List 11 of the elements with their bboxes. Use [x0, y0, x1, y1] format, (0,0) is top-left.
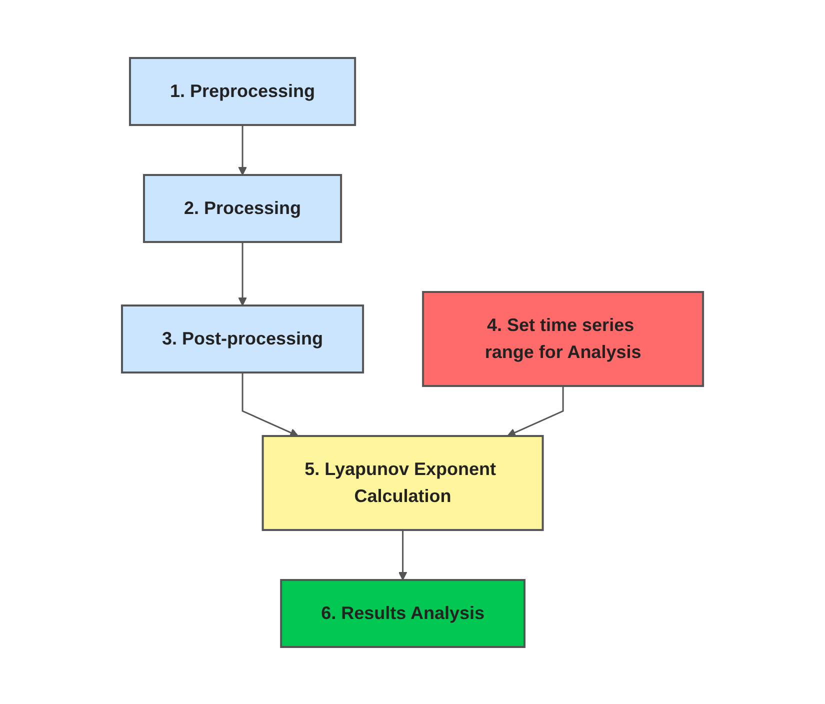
- node-box: 2. Processing: [142, 174, 342, 242]
- arrow: [238, 242, 247, 306]
- arrow: [506, 386, 564, 436]
- arrow: [242, 372, 299, 436]
- node-box: 6. Results Analysis: [280, 578, 526, 648]
- node-box: 1. Preprocessing: [128, 56, 356, 126]
- node-box: 4. Set time series range for Analysis: [422, 290, 704, 386]
- node-box: 3. Post-processing: [120, 304, 364, 373]
- arrow: [238, 124, 247, 175]
- node-box: 5. Lyapunov Exponent Calculation: [262, 434, 544, 530]
- arrow: [398, 530, 408, 580]
